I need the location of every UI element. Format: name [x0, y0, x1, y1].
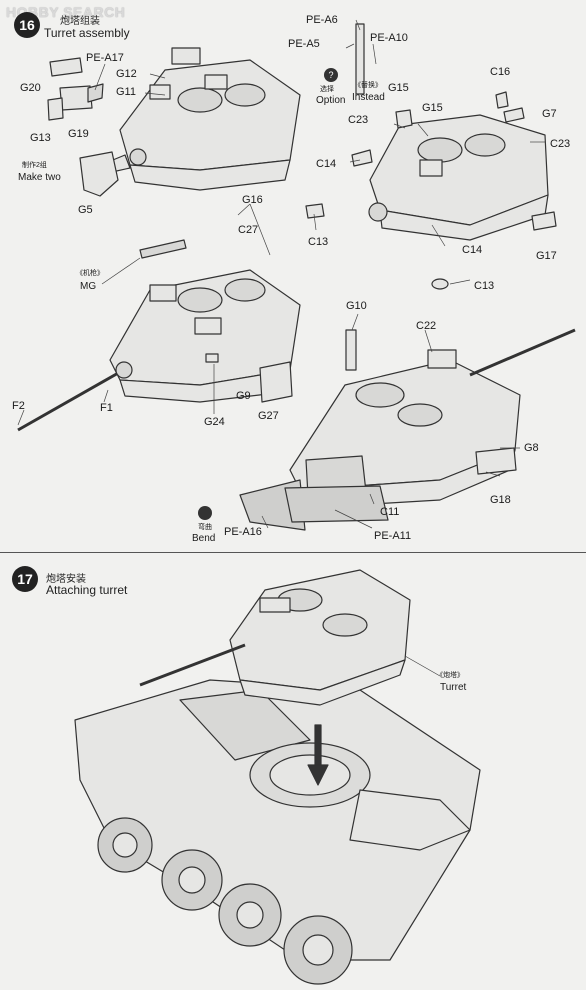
instead-note-en: Instead: [352, 92, 385, 103]
part-label: G9: [236, 390, 251, 402]
vehicle-hull: [74, 679, 481, 985]
turret-top-left: [107, 47, 301, 191]
bend-note-en: Bend: [192, 533, 216, 544]
step-17-title-en: Attaching turret: [46, 583, 128, 597]
part-label: G10: [346, 300, 367, 312]
part-label: G11: [116, 86, 136, 98]
part-label: F1: [100, 402, 113, 414]
part-label: C22: [416, 320, 437, 332]
part-label: PE-A11: [374, 530, 412, 542]
part-label: G15: [422, 102, 443, 114]
part-label: PE-A17: [86, 52, 124, 64]
part-label: G15: [388, 82, 409, 94]
part-label: C14: [316, 158, 337, 170]
part-label: PE-A16: [224, 526, 262, 538]
make-two-note-en: Make two: [18, 172, 61, 183]
part-label: F2: [12, 400, 25, 412]
insert-arrow: [307, 724, 329, 786]
part-label: G5: [78, 204, 93, 216]
part-label: G7: [542, 108, 557, 120]
part-g5: [79, 151, 119, 197]
part-label: C13: [474, 280, 495, 292]
part-label: PE-A10: [370, 32, 408, 44]
vehicle-turret: [139, 569, 411, 706]
bracket-g20: [47, 57, 104, 121]
part-label: G19: [68, 128, 89, 140]
option-note-cn: 选择: [320, 86, 334, 93]
turret-note-en: Turret: [440, 682, 467, 693]
part-label: PE-A6: [306, 14, 338, 26]
turret-middle-right: [239, 328, 576, 531]
option-icon: ?: [324, 68, 338, 82]
part-label: G13: [30, 132, 51, 144]
step-16-title-cn: 炮塔组装: [60, 16, 100, 27]
part-label: G18: [490, 494, 511, 506]
part-label: G12: [116, 68, 137, 80]
part-label: C23: [348, 114, 369, 126]
part-label: C16: [490, 66, 511, 78]
part-label: G20: [20, 82, 41, 94]
part-label: C23: [550, 138, 571, 150]
part-label: G24: [204, 416, 225, 428]
mg-note-en: MG: [80, 281, 97, 292]
step-16-title-en: Turret assembly: [44, 26, 130, 40]
instead-note-cn: 《替换》: [354, 82, 382, 89]
part-label: PE-A5: [288, 38, 320, 50]
turret-top-right: [305, 23, 557, 290]
part-label: C14: [462, 244, 483, 256]
make-two-note-cn: 制作2组: [22, 162, 47, 169]
part-label: C11: [380, 506, 400, 518]
part-label: C13: [308, 236, 329, 248]
bend-note-cn: 弯曲: [198, 524, 212, 531]
mg-note-cn: 《机枪》: [76, 270, 104, 277]
part-label: G8: [524, 442, 539, 454]
part-label: G17: [536, 250, 557, 262]
step-17-badge: 17: [12, 566, 38, 592]
option-note-en: Option: [316, 95, 346, 106]
section-divider: [0, 552, 586, 553]
step-16-badge: 16: [14, 12, 40, 38]
turret-note-cn: 《炮塔》: [436, 672, 464, 679]
part-label: G27: [258, 410, 279, 422]
part-label: C27: [238, 224, 259, 236]
part-label: G16: [242, 194, 263, 206]
turret-middle-left: [17, 239, 301, 432]
bend-icon: [198, 506, 212, 520]
step-17-title-cn: 炮塔安装: [46, 574, 86, 585]
